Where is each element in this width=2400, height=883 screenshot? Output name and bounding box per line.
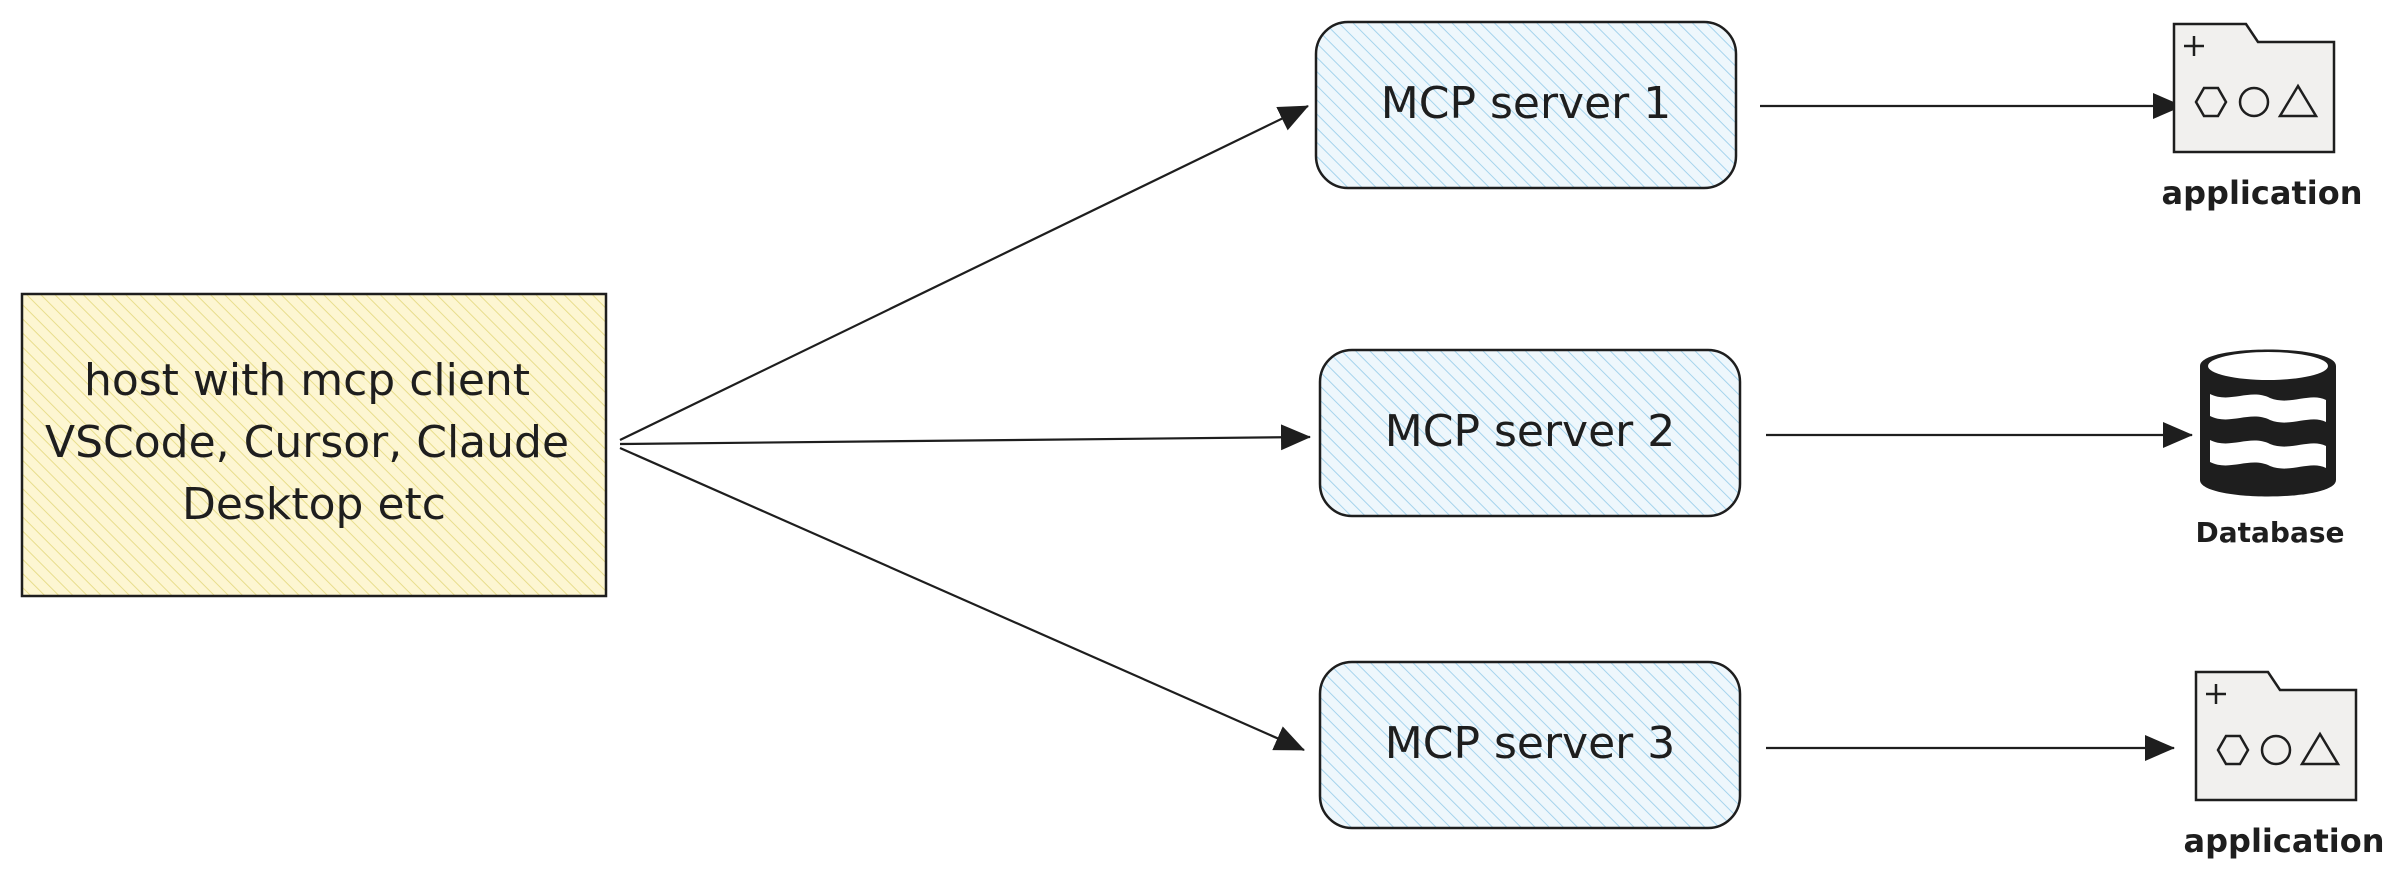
arrow-host-to-server-1 [619,105,1309,441]
application-label-2: application [2184,822,2385,860]
mcp-server-3-box: MCP server 3 [1318,660,1742,830]
application-label-1: application [2162,174,2363,212]
host-label-line-2: VSCode, Cursor, Claude [45,417,569,468]
mcp-server-1-label: MCP server 1 [1381,78,1671,129]
host-label-line-1: host with mcp client [84,355,530,406]
mcp-server-3-label: MCP server 3 [1385,718,1675,769]
mcp-server-2-label: MCP server 2 [1385,406,1675,457]
database-label: Database [2195,516,2344,549]
application-folder-icon [2172,22,2336,154]
mcp-server-1-box: MCP server 1 [1314,20,1738,190]
arrow-host-to-server-2 [619,424,1311,451]
mcp-server-2-box: MCP server 2 [1318,348,1742,518]
svg-text:host with mcp client VSC: host with mcp client VSCode, Cursor, Cla… [45,355,583,530]
database-icon [2200,349,2336,497]
application-folder-icon [2194,670,2358,802]
host-label-line-3: Desktop etc [182,479,446,530]
host-box: host with mcp client VSCode, Cursor, Cla… [20,292,608,598]
arrow-host-to-server-3 [619,446,1305,752]
